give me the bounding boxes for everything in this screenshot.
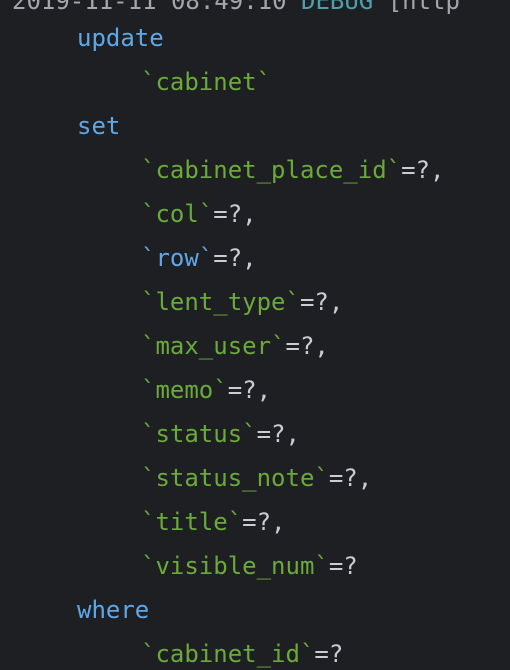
column-name: `memo` bbox=[141, 376, 228, 404]
column-name: `title` bbox=[141, 508, 243, 536]
update-keyword: update bbox=[77, 24, 164, 52]
log-thread: [http bbox=[387, 0, 460, 15]
column-line: `lent_type`=?, bbox=[141, 287, 343, 317]
column-op: =?, bbox=[213, 244, 257, 272]
column-line: `max_user`=?, bbox=[141, 331, 329, 361]
column-op: =?, bbox=[213, 200, 257, 228]
log-level: DEBUG bbox=[301, 0, 374, 15]
log-timestamp: 2019-11-11 08:49:10 bbox=[12, 0, 287, 15]
column-op: =?, bbox=[328, 464, 373, 492]
column-name: `row` bbox=[141, 244, 214, 272]
table-name: `cabinet` bbox=[141, 68, 272, 96]
sql-where-line: where bbox=[77, 595, 149, 625]
sql-table-line: `cabinet` bbox=[141, 67, 271, 97]
column-op: =?, bbox=[401, 156, 445, 184]
column-op: =?, bbox=[256, 420, 300, 448]
column-name: `max_user` bbox=[141, 332, 286, 360]
column-name: `col` bbox=[141, 200, 214, 228]
set-keyword: set bbox=[77, 112, 121, 140]
column-op: =? bbox=[328, 552, 358, 580]
where-keyword: where bbox=[77, 596, 150, 624]
column-line: `title`=?, bbox=[141, 507, 286, 537]
column-name: `cabinet_place_id` bbox=[141, 156, 402, 184]
column-line: `status_note`=?, bbox=[141, 463, 372, 493]
log-header-fragment: 2019-11-11 08:49:10 DEBUG [http bbox=[12, 0, 460, 16]
column-op: =?, bbox=[242, 508, 286, 536]
where-column: `cabinet_id` bbox=[141, 640, 315, 668]
column-op: =?, bbox=[285, 332, 329, 360]
column-name: `lent_type` bbox=[141, 288, 300, 316]
column-op: =?, bbox=[299, 288, 344, 316]
column-line: `row`=?, bbox=[141, 243, 257, 273]
column-line: `col`=?, bbox=[141, 199, 257, 229]
column-line: `status`=?, bbox=[141, 419, 300, 449]
column-name: `status_note` bbox=[141, 464, 329, 492]
column-op: =?, bbox=[227, 376, 272, 404]
sql-update-line: update bbox=[77, 23, 164, 53]
column-name: `visible_num` bbox=[141, 552, 329, 580]
where-op: =? bbox=[314, 640, 344, 668]
where-condition-line: `cabinet_id`=? bbox=[141, 639, 343, 669]
column-line: `cabinet_place_id`=?, bbox=[141, 155, 444, 185]
column-line: `visible_num`=? bbox=[141, 551, 358, 581]
column-name: `status` bbox=[141, 420, 257, 448]
column-line: `memo`=?, bbox=[141, 375, 271, 405]
sql-set-line: set bbox=[77, 111, 120, 141]
